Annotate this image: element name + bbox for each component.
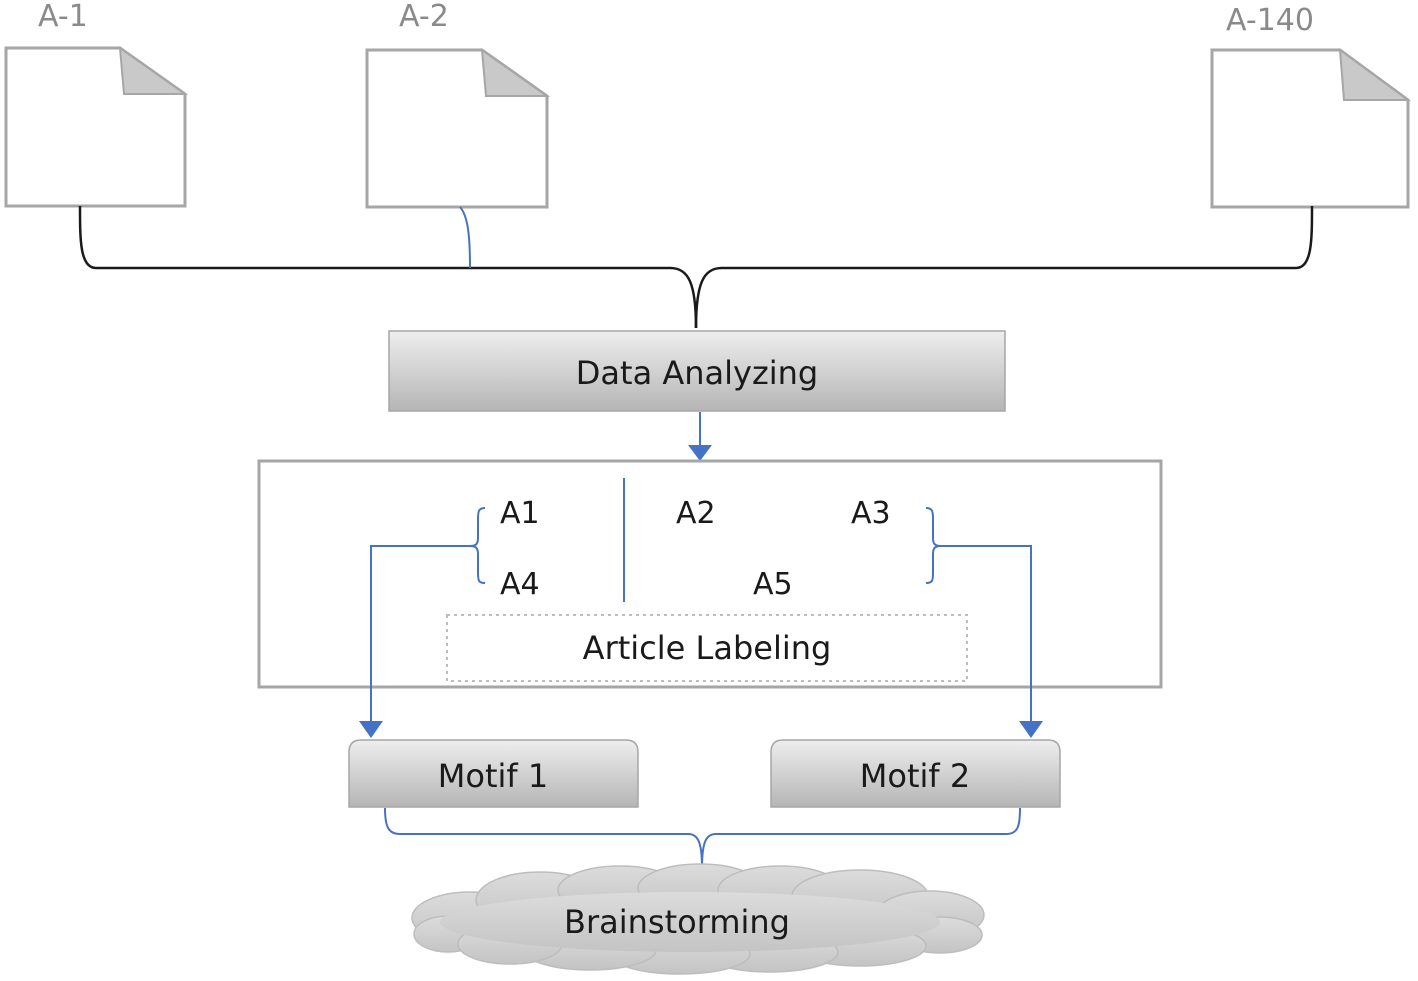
article-labeling-label: Article Labeling xyxy=(583,629,832,667)
document-a-2: A-2 xyxy=(365,0,551,209)
category-a1: A1 xyxy=(500,496,540,531)
document-a-140: A-140 xyxy=(1210,3,1412,209)
document-label: A-140 xyxy=(1226,3,1314,38)
labeling-panel: A1 A2 A3 A4 A5 Article Labeling xyxy=(257,459,1163,689)
data-analyzing-label: Data Analyzing xyxy=(576,354,818,392)
document-label: A-2 xyxy=(399,0,449,34)
motif-1-label: Motif 1 xyxy=(438,757,548,795)
article-labeling-box xyxy=(446,614,968,682)
document-a-1: A-1 xyxy=(4,0,189,208)
documents-brace-connector xyxy=(78,205,1314,329)
category-a4: A4 xyxy=(500,567,540,602)
motif-1-box: Motif 1 xyxy=(348,739,639,808)
category-a5: A5 xyxy=(753,567,793,602)
brainstorming-cloud: Brainstorming xyxy=(411,863,985,975)
data-analyzing-box: Data Analyzing xyxy=(388,330,1006,412)
motif-2-label: Motif 2 xyxy=(860,757,970,795)
category-a3: A3 xyxy=(851,496,891,531)
arrow-to-motif-1 xyxy=(359,545,470,738)
brainstorming-label: Brainstorming xyxy=(564,903,790,941)
arrow-to-labeling xyxy=(688,412,712,461)
category-a2: A2 xyxy=(676,496,716,531)
arrow-to-motif-2 xyxy=(941,545,1043,738)
document-label: A-1 xyxy=(38,0,88,34)
motif-2-box: Motif 2 xyxy=(770,739,1061,808)
motifs-brace-connector xyxy=(384,807,1021,869)
